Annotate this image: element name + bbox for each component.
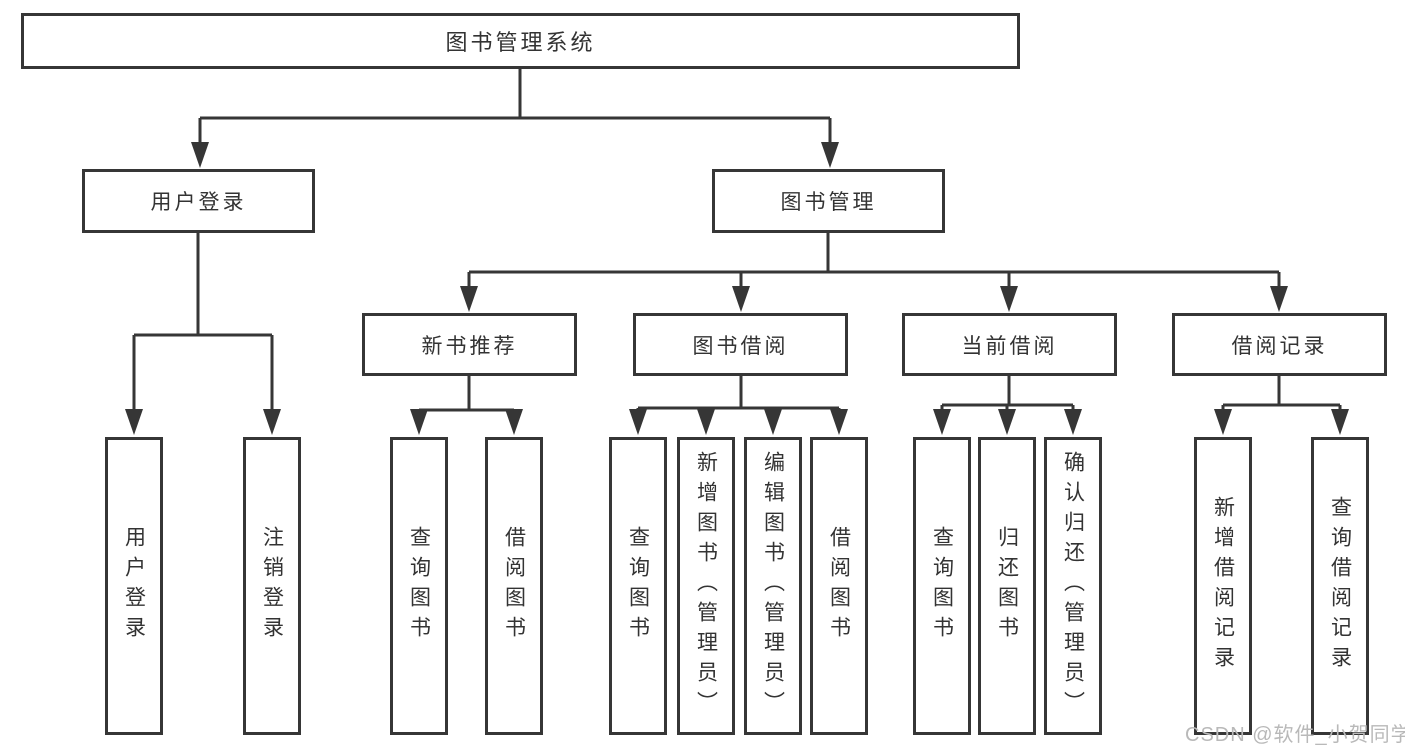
- leaf-add-borrow-record: 新增借阅记录: [1194, 437, 1252, 735]
- leaf-edit-books-admin: 编辑图书（管理员）: [744, 437, 802, 735]
- node-label: 图书借阅: [692, 334, 789, 358]
- leaf-label: 注销登录: [260, 526, 284, 646]
- csdn-watermark: CSDN @软件_小贺同学: [1185, 724, 1405, 746]
- leaf-label: 新增图书（管理员）: [694, 451, 718, 721]
- leaf-label: 归还图书: [995, 526, 1019, 646]
- leaf-label: 借阅图书: [502, 526, 526, 646]
- node-label: 当前借阅: [961, 334, 1058, 358]
- connector-new-book-recommend-children: [410, 376, 523, 435]
- node-borrow-records: 借阅记录: [1172, 313, 1387, 376]
- leaf-query-books-borrow: 查询图书: [609, 437, 667, 735]
- node-book-borrow: 图书借阅: [633, 313, 848, 376]
- leaf-query-books-current: 查询图书: [913, 437, 971, 735]
- leaf-logout: 注销登录: [243, 437, 301, 735]
- leaf-label: 查询图书: [407, 526, 431, 646]
- leaf-label: 用户登录: [122, 526, 146, 646]
- connector-book-borrow-children: [629, 376, 848, 435]
- node-label: 新书推荐: [421, 334, 518, 358]
- leaf-borrow-books-recommend: 借阅图书: [485, 437, 543, 735]
- leaf-label: 借阅图书: [827, 526, 851, 646]
- connector-user-login-children: [125, 233, 281, 435]
- node-root: 图书管理系统: [21, 13, 1020, 69]
- leaf-label: 确认归还（管理员）: [1061, 451, 1085, 721]
- connector-root-to-level2: [191, 69, 839, 168]
- leaf-label: 编辑图书（管理员）: [761, 451, 785, 721]
- node-label: 用户登录: [150, 191, 247, 214]
- node-label: 图书管理: [780, 191, 877, 214]
- leaf-return-books: 归还图书: [978, 437, 1036, 735]
- leaf-user-login: 用户登录: [105, 437, 163, 735]
- connector-book-management-children: [460, 233, 1288, 312]
- node-user-login: 用户登录: [82, 169, 315, 233]
- leaf-add-books-admin: 新增图书（管理员）: [677, 437, 735, 735]
- connector-current-borrow-children: [933, 376, 1082, 435]
- leaf-borrow-books: 借阅图书: [810, 437, 868, 735]
- leaf-label: 新增借阅记录: [1211, 496, 1235, 676]
- node-label: 图书管理系统: [445, 30, 596, 55]
- node-label: 借阅记录: [1231, 334, 1328, 358]
- node-current-borrow: 当前借阅: [902, 313, 1117, 376]
- leaf-confirm-return-admin: 确认归还（管理员）: [1044, 437, 1102, 735]
- node-book-management: 图书管理: [712, 169, 945, 233]
- leaf-query-borrow-record: 查询借阅记录: [1311, 437, 1369, 735]
- connector-borrow-records-children: [1214, 376, 1349, 435]
- leaf-label: 查询图书: [930, 526, 954, 646]
- leaf-query-books-recommend: 查询图书: [390, 437, 448, 735]
- node-new-book-recommend: 新书推荐: [362, 313, 577, 376]
- leaf-label: 查询借阅记录: [1328, 496, 1352, 676]
- leaf-label: 查询图书: [626, 526, 650, 646]
